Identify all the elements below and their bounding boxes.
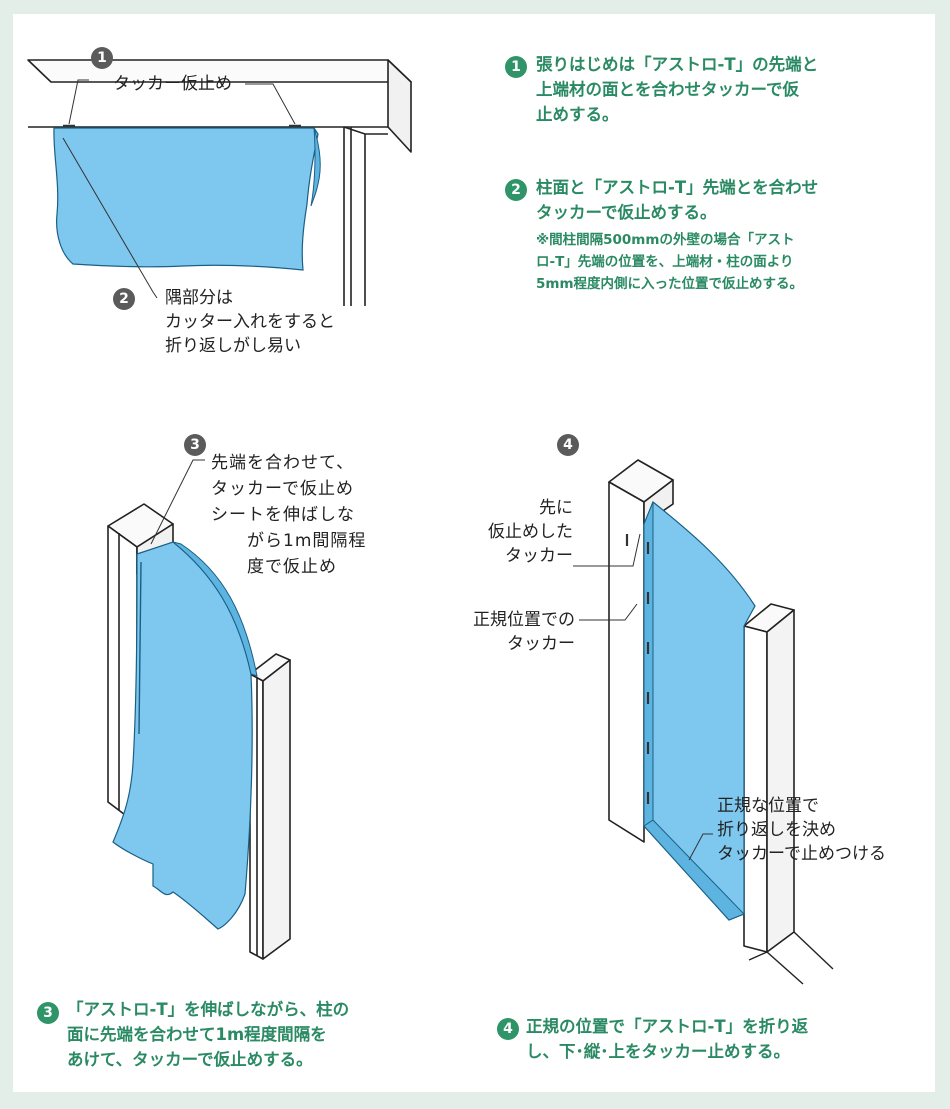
step2: 柱面と「アストロ-T」先端とを合わせ タッカーで仮止めする。 ※間柱間隔500m… (536, 175, 818, 295)
fig1-sheet-fold (310, 127, 321, 207)
fig4-floor (748, 931, 834, 985)
fig1-leader-lines (62, 79, 296, 299)
step1-badge: 1 (505, 56, 527, 78)
fig4-sheet-fold-bottom (643, 819, 745, 921)
step4-text: 正規の位置で「アストロ-T」を折り返 し、下･縦･上をタッカー止めする。 (526, 1017, 809, 1061)
step3-badge: 3 (37, 1002, 59, 1024)
fig3-badge: 3 (184, 434, 206, 456)
fig1-label-tacker: タッカー仮止め (113, 74, 232, 94)
step4-badge: 4 (497, 1018, 519, 1040)
fig3-sheet-edge (172, 541, 258, 677)
step1-text: 張りはじめは「アストロ-T」の先端と 上端材の面とを合わせタッカーで仮 止めする… (536, 55, 819, 124)
step4: 正規の位置で「アストロ-T」を折り返 し、下･縦･上をタッカー止めする。 (526, 1014, 808, 1064)
fig4-label-regular-tacker: 正規位置での タッカー (473, 610, 575, 654)
fig3-label: 先端を合わせて、 タッカーで仮止め シートを伸ばしな がら1m間隔程 度で仮止め (211, 453, 367, 577)
fig3-sheet (112, 541, 253, 930)
fig1-label-corner: 隅部分は カッター入れをすると 折り返しがし易い (165, 288, 335, 356)
fig3-leader (150, 459, 205, 545)
fig1-sheet (53, 127, 319, 271)
fig4-label-first-tacker: 先に 仮止めした タッカー (488, 498, 573, 566)
step3: 「アストロ-T」を伸ばしながら、柱の 面に先端を合わせて1m程度間隔を あけて、… (67, 997, 349, 1072)
step1: 張りはじめは「アストロ-T」の先端と 上端材の面とを合わせタッカーで仮 止めする… (536, 52, 818, 127)
installation-illustrations (27, 59, 834, 985)
fig4-sheet (643, 501, 756, 921)
fig4-leader-lines (573, 533, 713, 861)
fig1-post (343, 126, 388, 306)
fig4-staples (625, 534, 650, 804)
step2-text: 柱面と「アストロ-T」先端とを合わせ タッカーで仮止めする。 (536, 178, 819, 222)
fig1-badge-corner: 2 (113, 288, 135, 310)
fig4-label-fold: 正規な位置で 折り返しを決め タッカーで止めつける (717, 796, 886, 864)
step2-badge: 2 (505, 179, 527, 201)
step3-text: 「アストロ-T」を伸ばしながら、柱の 面に先端を合わせて1m程度間隔を あけて、… (67, 1000, 350, 1069)
fig4-right-post (743, 603, 795, 953)
step2-note: ※間柱間隔500mmの外壁の場合「アスト ロ-T」先端の位置を、上端材・柱の面よ… (536, 232, 804, 292)
instruction-panel: 1 タッカー仮止め 2 隅部分は カッター入れをすると 折り返しがし易い 1 張… (13, 14, 935, 1092)
fig4-left-post (608, 459, 674, 843)
fig1-badge: 1 (91, 47, 113, 69)
fig1-header-beam (27, 59, 412, 153)
fig4-badge: 4 (557, 434, 579, 456)
fig3-sheet-inner-fold (138, 561, 142, 735)
fig3-right-post (249, 653, 291, 960)
